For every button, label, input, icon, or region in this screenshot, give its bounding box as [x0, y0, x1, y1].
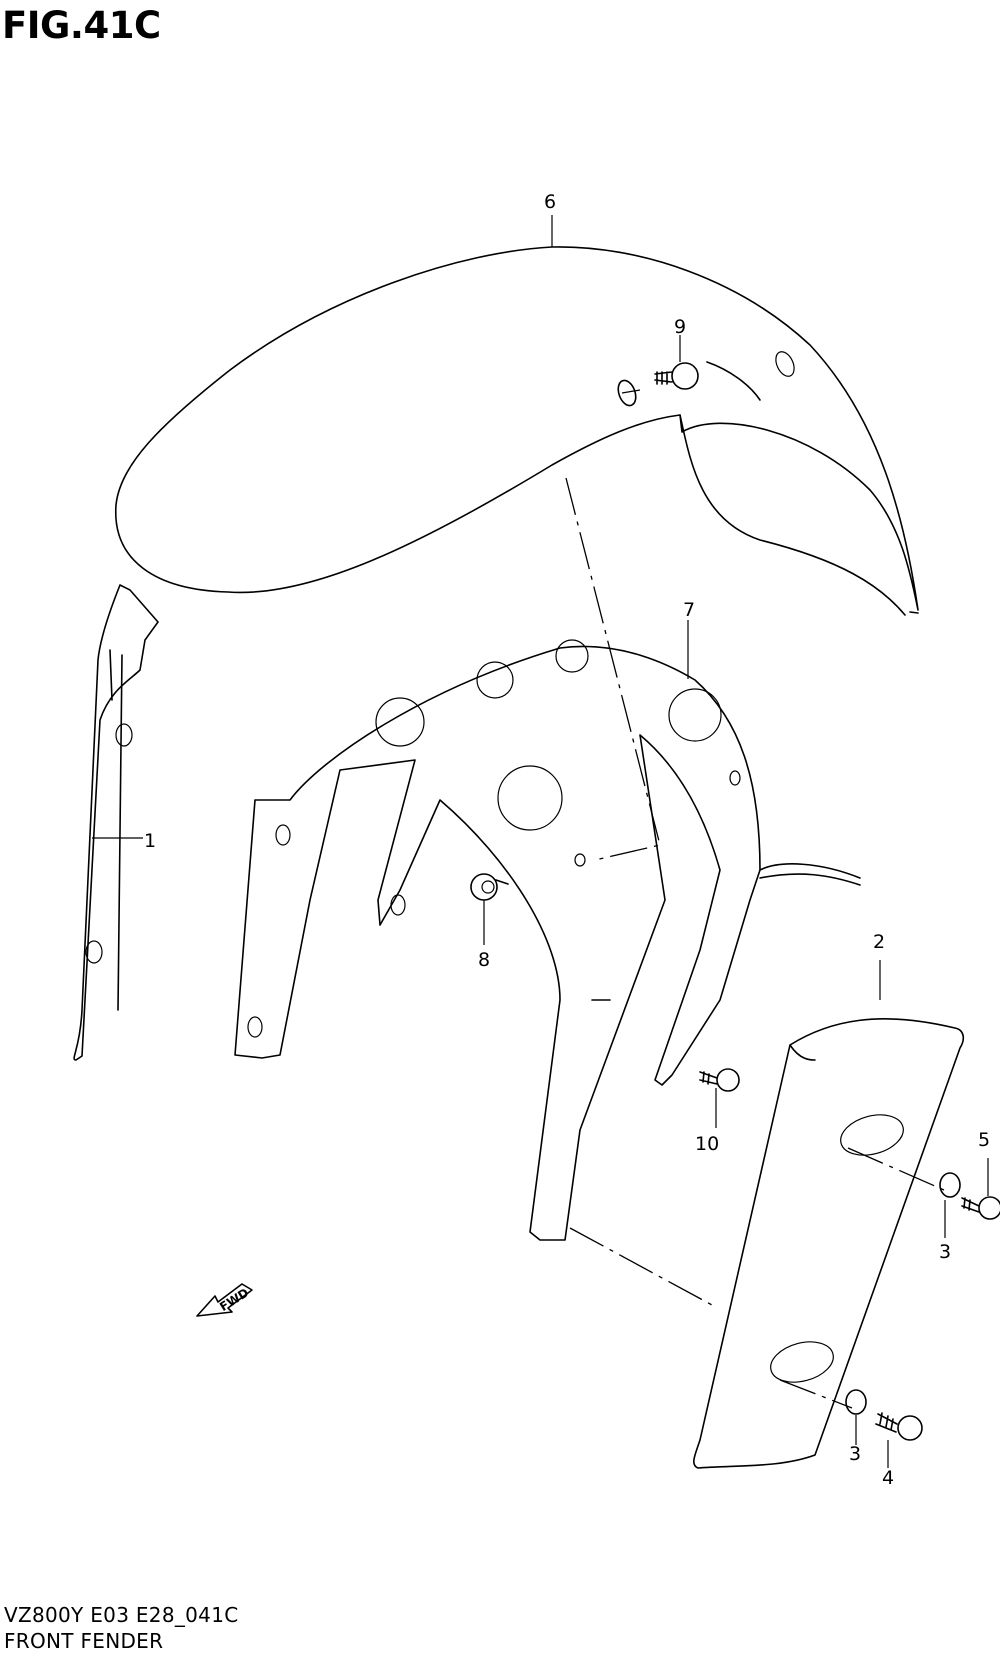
part-6-front-fender[interactable] — [115, 246, 919, 616]
part-2-cover[interactable] — [693, 1018, 965, 1469]
fwd-arrow-icon: FWD — [196, 1283, 253, 1317]
figure-title: FIG.41C — [2, 4, 161, 47]
callout-8: 8 — [478, 949, 490, 971]
part-3-washer-lower[interactable] — [845, 1389, 867, 1415]
assembly-lines — [565, 477, 945, 1409]
callout-3-upper: 3 — [939, 1241, 951, 1263]
callout-5: 5 — [978, 1129, 990, 1151]
part-7-fender-brace[interactable] — [234, 639, 861, 1241]
callout-6: 6 — [544, 191, 556, 213]
callout-1: 1 — [144, 830, 156, 852]
part-3-washer-upper[interactable] — [939, 1172, 961, 1198]
callout-10: 10 — [695, 1133, 719, 1155]
callout-4: 4 — [882, 1467, 894, 1489]
part-9-bolt[interactable] — [615, 362, 699, 408]
part-4-screw[interactable] — [875, 1412, 923, 1441]
part-10-bolt[interactable] — [699, 1068, 740, 1092]
callout-9: 9 — [674, 316, 686, 338]
leader-lines — [92, 215, 989, 1468]
callout-7: 7 — [683, 599, 695, 621]
part-5-screw[interactable] — [961, 1196, 1000, 1220]
part-1-bracket-left[interactable] — [73, 584, 159, 1061]
callout-2: 2 — [873, 931, 885, 953]
figure-code: VZ800Y E03 E28_041C — [4, 1603, 239, 1627]
part-8-nut[interactable] — [470, 873, 509, 901]
callout-3-lower: 3 — [849, 1443, 861, 1465]
figure-name: FRONT FENDER — [4, 1629, 164, 1653]
